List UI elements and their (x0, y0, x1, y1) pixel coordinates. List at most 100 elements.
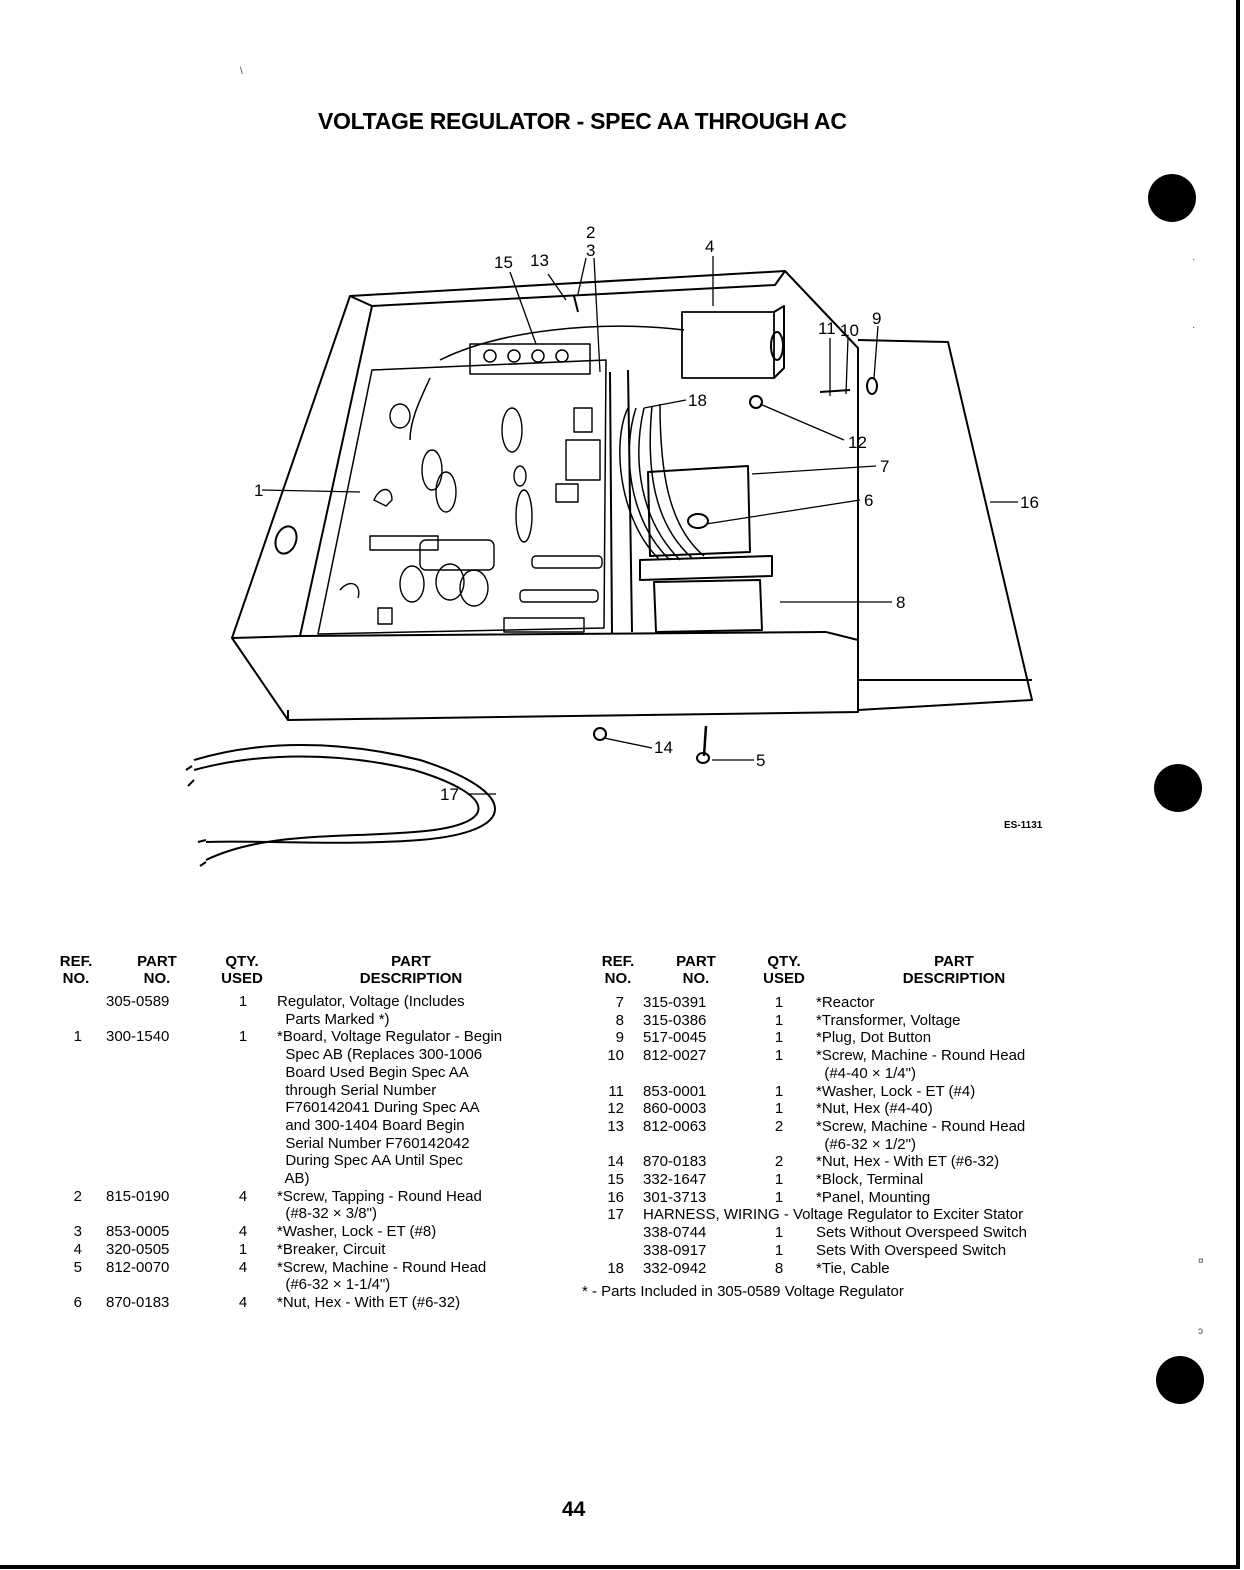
wiring-harness (193, 744, 496, 844)
page-number: 44 (562, 1498, 586, 1521)
ref-number: 4 (73, 1240, 82, 1258)
callout-label: 4 (705, 237, 714, 256)
description-line: *Screw, Machine - Round Head (816, 1117, 1026, 1135)
quantity-used: 1 (774, 1047, 784, 1065)
part-description: *Screw, Tapping - Round Head (#8-32 × 3/… (277, 1188, 482, 1223)
ref-number: 14 (607, 1153, 624, 1171)
binder-hole-bottom (1156, 1356, 1204, 1404)
description-line: *Block, Terminal (816, 1171, 924, 1188)
quantity-used: 4 (238, 1293, 248, 1311)
mounting-panel (857, 339, 1033, 711)
part-description: *Breaker, Circuit (277, 1241, 385, 1259)
quantity-used: 4 (238, 1258, 248, 1276)
ref-number: 15 (607, 1171, 624, 1188)
description-line: *Nut, Hex - With ET (#6-32) (816, 1153, 1000, 1171)
description-line: Sets Without Overspeed Switch (816, 1224, 1027, 1242)
callout-label: 17 (440, 785, 459, 804)
callout-label: 18 (688, 391, 707, 410)
part-number: 332-1647 (643, 1171, 707, 1188)
description-line: *Nut, Hex (#4-40) (816, 1100, 933, 1118)
description-line: Parts Marked *) (277, 1010, 390, 1028)
description-line: Sets With Overspeed Switch (816, 1241, 1007, 1259)
callout-label: 10 (840, 321, 859, 340)
quantity-used: 2 (774, 1153, 784, 1171)
description-line: *Washer, Lock - ET (#8) (277, 1223, 437, 1241)
quantity-used: 1 (774, 994, 784, 1011)
ref-number: 1 (73, 1028, 82, 1046)
part-description: *Board, Voltage Regulator - Begin Spec A… (277, 1028, 502, 1187)
callout-label: 16 (1020, 493, 1039, 512)
part-number: 301-3713 (643, 1188, 707, 1206)
part-description: *Nut, Hex - With ET (#6-32) (816, 1153, 999, 1171)
description-line: (#6-32 × 1-1/4") (277, 1276, 391, 1294)
binder-hole-middle (1154, 764, 1202, 812)
quantity-used: 1 (774, 1011, 784, 1029)
part-description: *Tie, Cable (816, 1260, 890, 1278)
quantity-used: 2 (774, 1117, 784, 1135)
part-description: *Nut, Hex (#4-40) (816, 1100, 933, 1118)
ref-number: 8 (615, 1011, 624, 1029)
ref-number: 9 (615, 1029, 624, 1047)
callout-label: 15 (494, 253, 513, 272)
callout-label: 2 (586, 223, 595, 242)
callout-label: 7 (880, 457, 889, 476)
callout-label: 11 (818, 319, 836, 338)
description-line: Regulator, Voltage (Includes (277, 993, 465, 1010)
description-line: *Breaker, Circuit (277, 1240, 386, 1258)
callout-label: 1 (254, 481, 263, 500)
page-title: VOLTAGE REGULATOR - SPEC AA THROUGH AC (318, 108, 847, 134)
callout-label: 13 (530, 251, 549, 270)
description-line: F760142041 During Spec AA (277, 1099, 480, 1117)
description-line: (#8-32 × 3/8") (277, 1205, 377, 1223)
part-description: *Screw, Machine - Round Head (#4-40 × 1/… (816, 1047, 1025, 1082)
ref-number: 18 (607, 1259, 624, 1277)
description-line: *Nut, Hex - With ET (#6-32) (277, 1293, 461, 1311)
ref-number: 12 (607, 1100, 624, 1118)
part-number: 812-0070 (106, 1258, 170, 1276)
quantity-used: 1 (238, 1028, 248, 1046)
quantity-used: 1 (238, 1240, 248, 1258)
description-line: Serial Number F760142042 (277, 1134, 470, 1152)
quantity-used: 1 (774, 1171, 784, 1188)
part-number: 870-0183 (643, 1153, 707, 1171)
description-line: *Board, Voltage Regulator - Begin (277, 1028, 503, 1046)
breaker-box (681, 311, 775, 379)
ref-no-header: REF.NO. (601, 953, 635, 987)
part-number: 853-0001 (643, 1082, 707, 1100)
circuit-board (317, 359, 607, 635)
scan-speck: \ (240, 66, 243, 77)
transformer (653, 579, 763, 633)
quantity-used: 1 (774, 1029, 784, 1047)
description-line: (#4-40 × 1/4") (816, 1064, 916, 1082)
part-description: *Screw, Machine - Round Head (#6-32 × 1/… (816, 1118, 1025, 1153)
part-description: *Plug, Dot Button (816, 1029, 931, 1047)
cabinet-outline (231, 270, 859, 721)
part-description: *Washer, Lock - ET (#8) (277, 1223, 436, 1241)
quantity-used: 1 (774, 1100, 784, 1118)
part-number: 812-0027 (643, 1047, 707, 1065)
quantity-used: 1 (774, 1188, 784, 1206)
description-line: through Serial Number (277, 1081, 437, 1099)
quantity-used: 1 (774, 1224, 784, 1242)
description-line: *Screw, Machine - Round Head (816, 1047, 1026, 1065)
part-description: *Block, Terminal (816, 1171, 923, 1189)
description-line: AB) (277, 1170, 310, 1188)
description-line: (#6-32 × 1/2") (816, 1135, 916, 1153)
binder-hole-top (1148, 174, 1196, 222)
part-description: Regulator, Voltage (Includes Parts Marke… (277, 993, 465, 1028)
exploded-view-diagram: 15 13 2 3 4 11 10 9 18 12 7 1 6 16 8 14 … (185, 223, 1043, 867)
scan-speck: ɔ (1198, 1326, 1203, 1337)
callout-label: 6 (864, 491, 873, 510)
ref-no-header: REF.NO. (59, 953, 93, 987)
figure-id: ES-1131 (1004, 820, 1043, 831)
part-number: 332-0942 (643, 1259, 707, 1277)
part-description: *Panel, Mounting (816, 1189, 930, 1207)
footnote: * - Parts Included in 305-0589 Voltage R… (582, 1283, 904, 1300)
part-number: 315-0386 (643, 1011, 707, 1029)
callout-label: 8 (896, 593, 905, 612)
callout-label: 12 (848, 433, 867, 452)
description-line: During Spec AA Until Spec (277, 1152, 463, 1170)
